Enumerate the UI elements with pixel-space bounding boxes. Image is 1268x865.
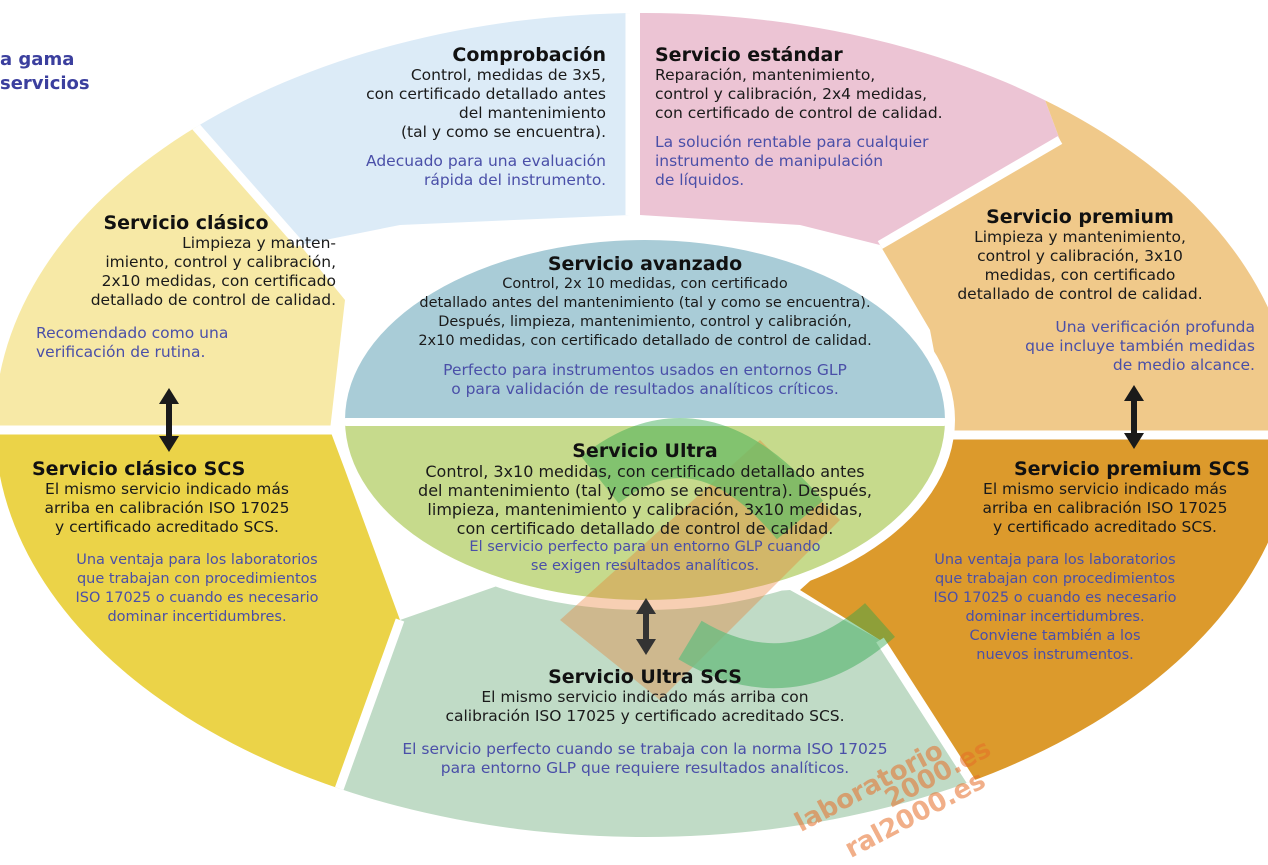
- arrow-right-icon: [1124, 385, 1144, 449]
- body-clasico: Limpieza y manten- imiento, control y ca…: [90, 234, 336, 309]
- body-estandar: Reparación, mantenimiento, control y cal…: [655, 66, 943, 122]
- segment-ultra-scs: [320, 585, 1010, 837]
- block-ultra: Servicio Ultra Control, 3x10 medidas, co…: [375, 440, 915, 576]
- note-ultra-scs: El servicio perfecto cuando se trabaja c…: [402, 740, 888, 777]
- body-premium-scs: El mismo servicio indicado más arriba en…: [982, 480, 1228, 536]
- title-ultra: Servicio Ultra: [572, 440, 718, 462]
- arrow-center-icon: [636, 598, 656, 655]
- note-premium-scs: Una ventaja para los laboratorios que tr…: [933, 552, 1177, 663]
- block-clasico-scs: Servicio clásico SCS El mismo servicio i…: [32, 458, 342, 627]
- note-estandar: La solución rentable para cualquier inst…: [655, 133, 929, 189]
- title-avanzado: Servicio avanzado: [547, 253, 743, 275]
- body-avanzado: Control, 2x 10 medidas, con certificado …: [418, 276, 872, 349]
- note-avanzado: Perfecto para instrumentos usados en ent…: [443, 361, 847, 398]
- title-estandar: Servicio estándar: [655, 44, 843, 66]
- body-ultra: Control, 3x10 medidas, con certificado d…: [418, 462, 872, 538]
- block-comprobacion: Comprobación Control, medidas de 3x5, co…: [300, 44, 606, 190]
- body-comprobacion: Control, medidas de 3x5, con certificado…: [366, 66, 606, 141]
- title-clasico-scs: Servicio clásico SCS: [32, 458, 246, 480]
- title-premium-scs: Servicio premium SCS: [1013, 458, 1250, 480]
- block-avanzado: Servicio avanzado Control, 2x 10 medidas…: [385, 253, 905, 399]
- body-clasico-scs: El mismo servicio indicado más arriba en…: [44, 480, 290, 536]
- block-premium-scs: Servicio premium SCS El mismo servicio i…: [905, 458, 1250, 665]
- block-ultra-scs: Servicio Ultra SCS El mismo servicio ind…: [350, 666, 940, 778]
- block-clasico: Servicio clásico Limpieza y manten- imie…: [36, 212, 366, 362]
- body-ultra-scs: El mismo servicio indicado más arriba co…: [445, 688, 845, 725]
- title-premium: Servicio premium: [986, 206, 1174, 228]
- block-estandar: Servicio estándar Reparación, mantenimie…: [655, 44, 1005, 190]
- arrow-left-icon: [159, 388, 179, 452]
- service-ellipse-diagram: [0, 13, 1268, 837]
- note-comprobacion: Adecuado para una evaluación rápida del …: [366, 152, 606, 189]
- watermark-logo: [560, 418, 895, 700]
- title-clasico: Servicio clásico: [103, 212, 269, 234]
- title-ultra-scs: Servicio Ultra SCS: [548, 666, 742, 688]
- note-clasico-scs: Una ventaja para los laboratorios que tr…: [75, 552, 319, 625]
- note-clasico: Recomendado como una verificación de rut…: [36, 324, 229, 361]
- body-premium: Limpieza y mantenimiento, control y cali…: [957, 228, 1203, 303]
- page-heading: a gama servicios: [0, 49, 90, 94]
- note-premium: Una verificación profunda que incluye ta…: [1025, 318, 1255, 374]
- note-ultra: El servicio perfecto para un entorno GLP…: [469, 539, 821, 574]
- block-premium: Servicio premium Limpieza y mantenimient…: [930, 206, 1255, 375]
- title-comprobacion: Comprobación: [452, 44, 606, 66]
